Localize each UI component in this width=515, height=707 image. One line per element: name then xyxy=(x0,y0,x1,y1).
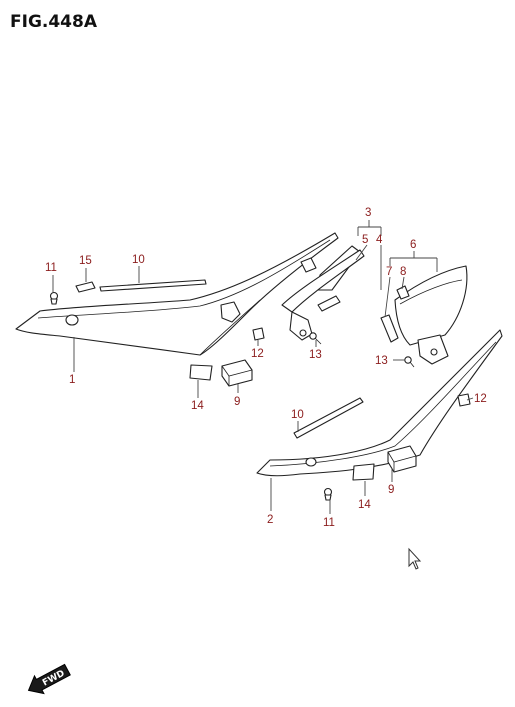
figure-title: FIG.448A xyxy=(10,12,98,32)
callout-1: 1 xyxy=(69,374,75,386)
pad-14-upper xyxy=(189,364,213,381)
callout-4: 4 xyxy=(376,234,383,246)
callout-14-lower: 14 xyxy=(358,499,371,511)
bracket-assembly xyxy=(281,245,365,341)
grommet-upper xyxy=(252,327,265,341)
screw-13-upper xyxy=(309,332,322,345)
callout-15: 15 xyxy=(79,255,92,267)
rear-upper-cover xyxy=(394,265,468,365)
grommet-lower xyxy=(457,393,471,407)
callout-8: 8 xyxy=(400,266,406,278)
callout-14-upper: 14 xyxy=(191,400,204,412)
callout-11-lower: 11 xyxy=(323,517,335,529)
callout-10-upper: 10 xyxy=(132,254,145,266)
block-lower xyxy=(387,445,417,473)
screw-13-lower xyxy=(404,356,415,368)
callout-13-upper: 13 xyxy=(309,349,322,361)
screw-lower xyxy=(323,487,333,501)
seal-7 xyxy=(380,314,399,343)
callout-12-upper: 12 xyxy=(251,348,264,360)
left-side-cover xyxy=(15,232,339,356)
mouse-pointer-icon xyxy=(408,547,422,570)
callout-5: 5 xyxy=(362,234,368,246)
block-upper xyxy=(221,359,253,387)
callout-7: 7 xyxy=(386,266,392,278)
callout-9-lower: 9 xyxy=(388,484,394,496)
callout-10-lower: 10 xyxy=(291,409,304,421)
trim-strip-lower xyxy=(293,397,364,439)
pad-14-lower xyxy=(352,463,375,481)
trim-strip-upper xyxy=(99,279,207,292)
callout-13-lower: 13 xyxy=(375,355,388,367)
callout-12-lower: 12 xyxy=(474,393,487,405)
fwd-arrow-icon: FWD xyxy=(27,663,71,695)
callout-2: 2 xyxy=(267,514,273,526)
callout-9-upper: 9 xyxy=(234,396,240,408)
right-side-cover xyxy=(256,329,503,477)
callout-3: 3 xyxy=(365,207,371,219)
leader-lines xyxy=(52,220,474,514)
callout-11-upper: 11 xyxy=(45,262,57,274)
callout-6: 6 xyxy=(410,239,416,251)
screw-upper xyxy=(49,291,59,305)
pad-15 xyxy=(75,281,96,293)
clip-on-cover-1 xyxy=(220,257,317,323)
